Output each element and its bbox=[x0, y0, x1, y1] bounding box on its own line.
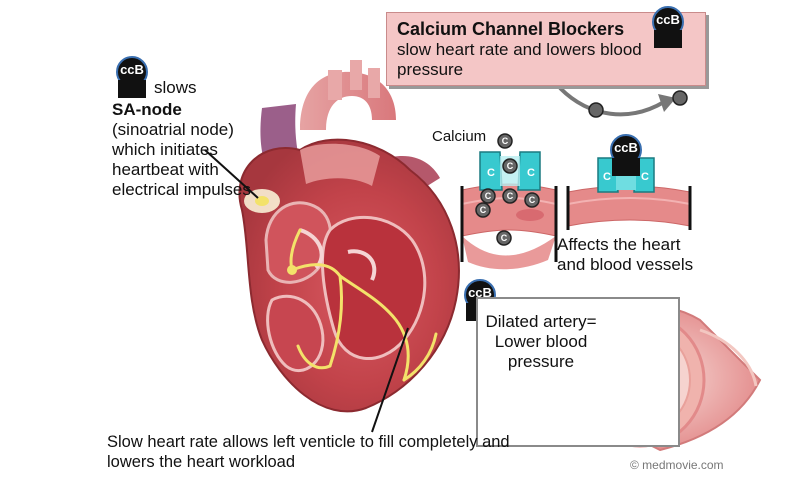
copyright: © medmovie.com bbox=[630, 458, 724, 472]
dilated-artery-box bbox=[476, 297, 680, 447]
ccb-badge-icon: ccB bbox=[606, 134, 646, 176]
sa-node-rest: (sinoatrial node) which initiates heartb… bbox=[112, 120, 251, 199]
ccb-badge-label: ccB bbox=[614, 140, 638, 155]
sa-node-description: slows SA-node (sinoatrial node) which in… bbox=[112, 78, 302, 200]
affects-text: Affects the heart and blood vessels bbox=[557, 235, 694, 274]
ccb-badge-label: ccB bbox=[468, 285, 492, 300]
bottom-caption: Slow heart rate allows left venticle to … bbox=[107, 433, 510, 471]
ccb-badge-label: ccB bbox=[656, 12, 680, 27]
calcium-channel-open: C C bbox=[460, 151, 558, 270]
subtitle: slow heart rate and lowers blood pressur… bbox=[397, 40, 642, 79]
ccb-badge-icon: ccB bbox=[648, 6, 688, 48]
title: Calcium Channel Blockers bbox=[397, 19, 625, 39]
sa-node-term: SA-node bbox=[112, 100, 182, 119]
arrow-icon bbox=[558, 86, 676, 117]
sa-line1: slows bbox=[154, 78, 197, 97]
svg-text:C: C bbox=[603, 171, 611, 183]
calcium-label: Calcium bbox=[432, 128, 487, 145]
svg-text:C: C bbox=[487, 167, 495, 179]
ccb-badge-icon: ccB bbox=[112, 56, 152, 98]
heart-illustration bbox=[204, 60, 460, 433]
calcium-ion-icon bbox=[588, 90, 688, 118]
svg-text:C: C bbox=[527, 167, 535, 179]
dilated-artery-text: Dilated artery= Lower blood pressure bbox=[485, 312, 597, 371]
svg-text:C: C bbox=[641, 171, 649, 183]
ccb-badge-label: ccB bbox=[120, 62, 144, 77]
